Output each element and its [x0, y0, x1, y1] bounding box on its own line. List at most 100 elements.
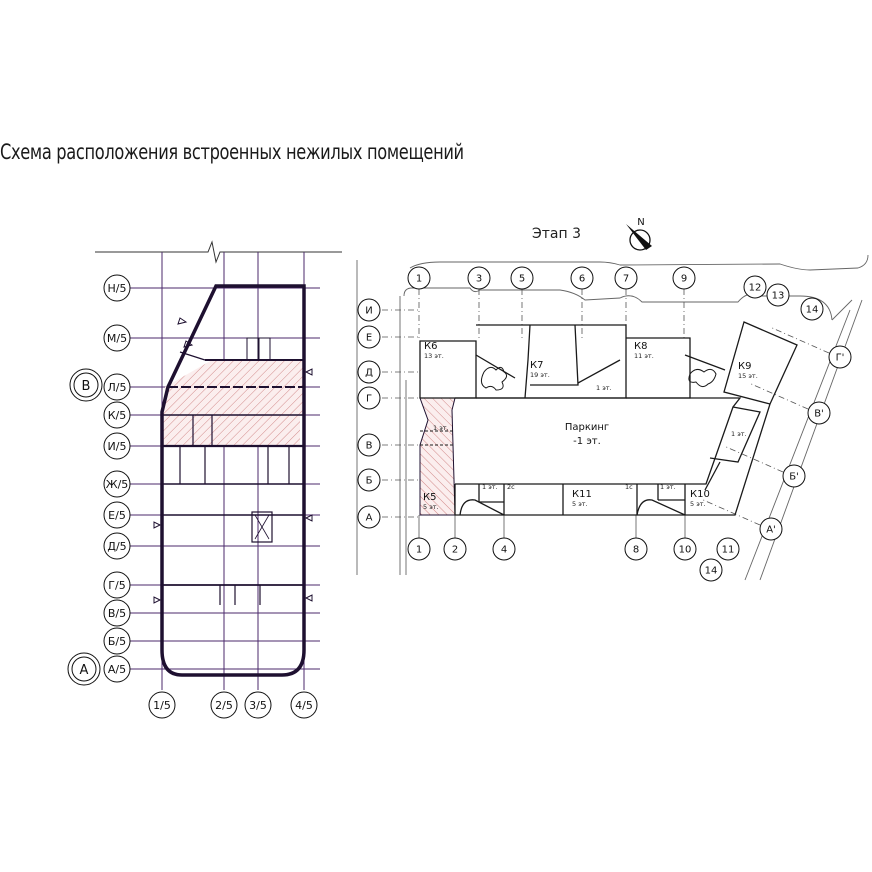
section-K5-hatched — [419, 397, 456, 516]
stage-label: Этап 3 — [532, 226, 582, 242]
svg-text:И/5: И/5 — [108, 440, 127, 453]
svg-text:5 эт.: 5 эт. — [690, 500, 706, 508]
drawing-title: Схема расположения встроенных нежилых по… — [0, 140, 464, 164]
axis-bubble-И/5: И/5 — [103, 432, 131, 460]
left-grid-lines — [130, 252, 320, 690]
break-line — [95, 240, 342, 264]
svg-text:А: А — [366, 513, 373, 524]
axis-bubble-3/5: 3/5 — [244, 691, 272, 719]
axis-bubble-row-А: А — [357, 505, 381, 529]
axis-bubble-2/5: 2/5 — [210, 691, 238, 719]
building-outline — [160, 284, 306, 677]
svg-text:В': В' — [814, 409, 824, 420]
svg-text:К8: К8 — [634, 341, 647, 352]
svg-text:15 эт.: 15 эт. — [738, 372, 758, 380]
svg-text:-1 эт.: -1 эт. — [573, 436, 601, 447]
axis-bubble-Ж/5: Ж/5 — [103, 470, 131, 498]
svg-text:Г: Г — [366, 394, 372, 405]
svg-text:В: В — [366, 441, 373, 452]
axis-bubble-bottom-4: 4 — [492, 537, 516, 561]
svg-text:14: 14 — [705, 566, 718, 577]
svg-text:Д: Д — [365, 368, 373, 379]
axis-bubble-М/5: М/5 — [103, 324, 131, 352]
svg-text:4/5: 4/5 — [295, 699, 313, 712]
section-marker-В: В — [69, 368, 103, 402]
svg-text:А': А' — [766, 525, 776, 536]
left-row-axes: Н/5М/5Л/5К/5И/5Ж/5Е/5Д/5Г/5В/5Б/5А/5 — [103, 274, 131, 683]
svg-text:Е/5: Е/5 — [108, 509, 126, 522]
axis-bubble-Е/5: Е/5 — [103, 501, 131, 529]
axis-bubble-Д/5: Д/5 — [103, 532, 131, 560]
section-K5: К55 эт. — [423, 492, 439, 511]
axis-bubble-top-12: 12 — [743, 275, 767, 299]
svg-text:К5: К5 — [423, 492, 436, 503]
axis-bubble-row-Г: Г — [357, 386, 381, 410]
svg-text:М/5: М/5 — [107, 332, 127, 345]
svg-text:Б': Б' — [789, 472, 799, 483]
svg-text:13 эт.: 13 эт. — [424, 352, 444, 360]
svg-text:А/5: А/5 — [108, 663, 126, 676]
svg-text:7: 7 — [623, 274, 629, 285]
svg-text:Г': Г' — [836, 353, 845, 364]
svg-text:6: 6 — [579, 274, 585, 285]
section-marker-А: А — [67, 652, 101, 686]
axis-bubble-row-И: И — [357, 298, 381, 322]
svg-text:1/5: 1/5 — [153, 699, 171, 712]
svg-text:3/5: 3/5 — [249, 699, 267, 712]
svg-text:8: 8 — [633, 545, 639, 556]
svg-text:9: 9 — [681, 274, 687, 285]
svg-text:13: 13 — [772, 291, 785, 302]
axis-bubble-bottom-1: 1 — [407, 537, 431, 561]
svg-text:2/5: 2/5 — [215, 699, 233, 712]
axis-bubble-В/5: В/5 — [103, 599, 131, 627]
svg-text:В/5: В/5 — [108, 607, 126, 620]
axis-bubble-bottom-2: 2 — [443, 537, 467, 561]
left-floor-plan: Н/5М/5Л/5К/5И/5Ж/5Е/5Д/5Г/5В/5Б/5А/5 1/5… — [67, 240, 342, 719]
right-row-axes: ИЕ Д Г В Б А — [357, 298, 381, 529]
svg-text:Л/5: Л/5 — [108, 381, 127, 394]
courtyard-shapes — [480, 366, 717, 391]
svg-text:10: 10 — [679, 545, 692, 556]
svg-text:5 эт.: 5 эт. — [423, 503, 439, 511]
axis-bubble-bottom-10: 10 — [673, 537, 697, 561]
svg-text:Н/5: Н/5 — [108, 282, 127, 295]
floor-label: 1 эт. — [596, 384, 612, 392]
svg-text:Б: Б — [366, 476, 373, 487]
axis-bubble-top-9: 9 — [672, 266, 696, 290]
svg-text:3: 3 — [476, 274, 482, 285]
svg-text:5 эт.: 5 эт. — [572, 500, 588, 508]
axis-bubble-row-В: В — [357, 433, 381, 457]
nonresidential-area-hatched — [162, 360, 304, 446]
svg-text:N: N — [637, 217, 644, 228]
svg-text:Д/5: Д/5 — [107, 540, 126, 553]
axis-bubble-skew-А': А' — [759, 517, 783, 541]
axis-bubble-Г/5: Г/5 — [103, 571, 131, 599]
svg-text:К9: К9 — [738, 361, 751, 372]
svg-text:А: А — [80, 663, 89, 678]
axis-bubble-Л/5: Л/5 — [103, 373, 131, 401]
svg-text:Б/5: Б/5 — [108, 635, 126, 648]
svg-text:2: 2 — [452, 545, 458, 556]
svg-text:12: 12 — [749, 283, 762, 294]
floor-label: 1 эт. — [482, 483, 498, 491]
axis-bubble-Б/5: Б/5 — [103, 627, 131, 655]
axis-bubble-row-Д: Д — [357, 360, 381, 384]
interior-walls — [162, 337, 304, 605]
svg-text:Ж/5: Ж/5 — [106, 478, 129, 491]
axis-bubble-skew-В': В' — [807, 401, 831, 425]
door-swings — [153, 317, 313, 604]
svg-text:Е: Е — [366, 333, 372, 344]
left-column-axes: 1/5 2/5 3/5 4/5 — [148, 691, 318, 719]
svg-text:4: 4 — [501, 545, 507, 556]
svg-text:14: 14 — [806, 305, 819, 316]
axis-bubble-bottom-8: 8 — [624, 537, 648, 561]
svg-text:К/5: К/5 — [108, 409, 127, 422]
floor-label: 1с — [625, 483, 633, 491]
